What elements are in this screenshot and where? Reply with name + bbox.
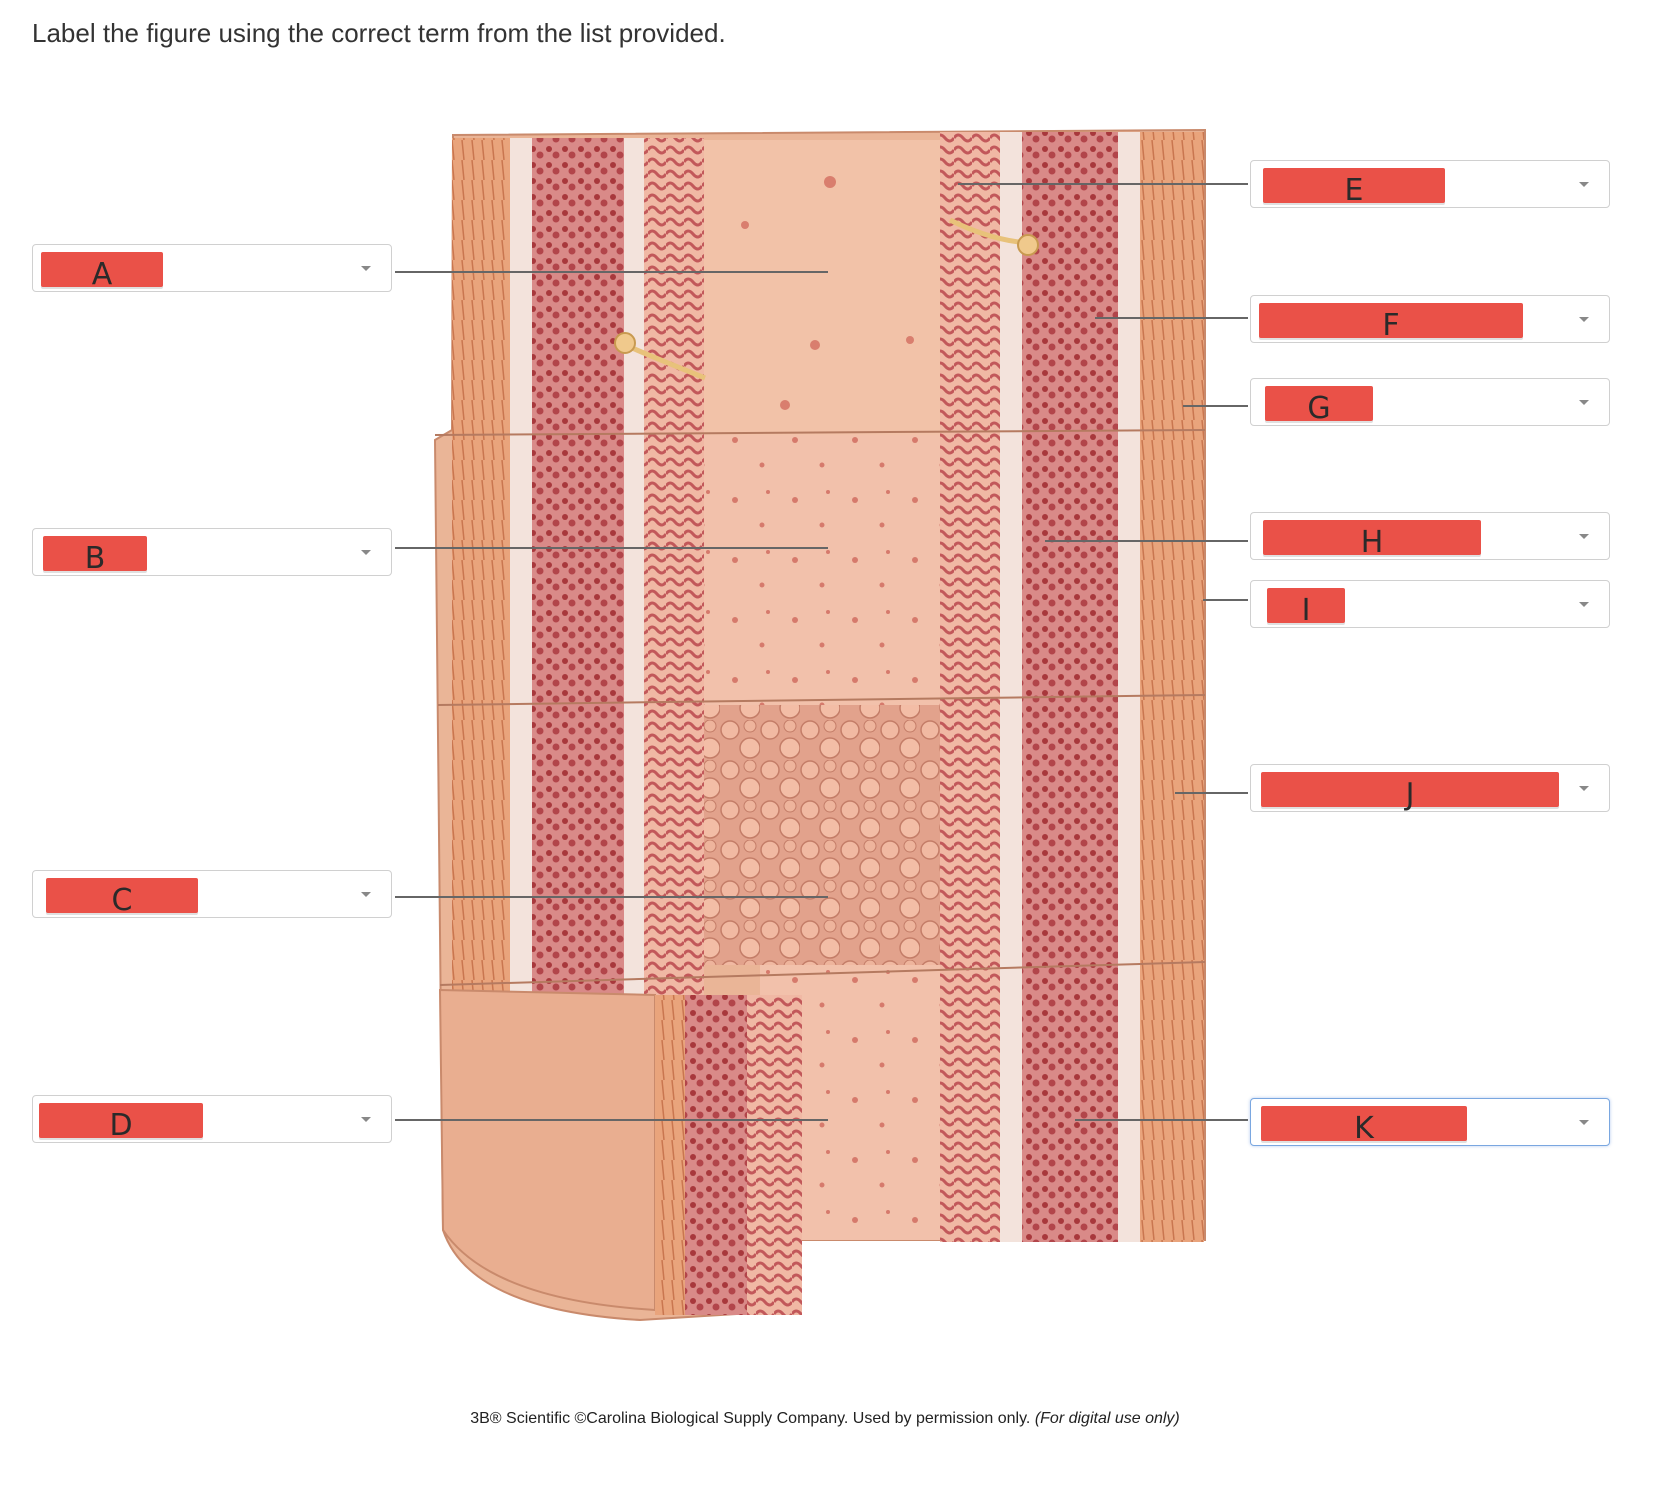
chevron-down-icon	[1579, 602, 1589, 607]
redaction-A: A	[41, 252, 163, 292]
chevron-down-icon	[361, 266, 371, 271]
dropdown-D[interactable]: D	[32, 1095, 392, 1143]
dropdown-K[interactable]: K	[1250, 1098, 1610, 1146]
redaction-H: H	[1263, 520, 1481, 560]
label-letter-G: G	[1307, 391, 1331, 426]
dropdown-H[interactable]: H	[1250, 512, 1610, 560]
redaction-J: J	[1261, 772, 1559, 812]
label-letter-B: B	[84, 541, 106, 576]
right-serosa	[1118, 132, 1140, 1242]
redaction-B: B	[43, 536, 147, 576]
chevron-down-icon	[1579, 534, 1589, 539]
dropdown-A[interactable]: A	[32, 244, 392, 292]
lumen-nodules	[704, 705, 940, 965]
redaction-F: F	[1259, 303, 1523, 343]
lumen-folds	[704, 435, 940, 705]
chevron-down-icon	[361, 1117, 371, 1122]
redaction-E: E	[1263, 168, 1445, 208]
dropdown-I[interactable]: I	[1250, 580, 1610, 628]
lumen-upper	[704, 140, 940, 435]
chevron-down-icon	[1579, 786, 1589, 791]
redaction-C: C	[46, 878, 198, 918]
label-letter-K: K	[1354, 1111, 1374, 1146]
label-letter-J: J	[1405, 777, 1415, 812]
chevron-down-icon	[361, 892, 371, 897]
dropdown-B[interactable]: B	[32, 528, 392, 576]
redaction-K: K	[1261, 1106, 1467, 1146]
left-serosa	[510, 138, 532, 1218]
credit-text: 3B® Scientific ©Carolina Biological Supp…	[470, 1410, 1031, 1427]
label-letter-D: D	[109, 1108, 133, 1143]
right-muscularis	[1140, 132, 1204, 1242]
label-letter-H: H	[1360, 525, 1384, 560]
image-credit: 3B® Scientific ©Carolina Biological Supp…	[0, 1410, 1650, 1428]
label-letter-F: F	[1382, 308, 1400, 343]
label-letter-A: A	[91, 257, 113, 292]
credit-note: (For digital use only)	[1034, 1410, 1180, 1427]
dropdown-C[interactable]: C	[32, 870, 392, 918]
dropdown-J[interactable]: J	[1250, 764, 1610, 812]
redaction-D: D	[39, 1103, 203, 1143]
redaction-I: I	[1267, 588, 1345, 628]
label-letter-E: E	[1344, 173, 1364, 208]
front-block	[438, 988, 656, 1312]
redaction-G: G	[1265, 386, 1373, 426]
chevron-down-icon	[1579, 182, 1589, 187]
chevron-down-icon	[1579, 400, 1589, 405]
instructions: Label the figure using the correct term …	[32, 18, 726, 48]
dropdown-G[interactable]: G	[1250, 378, 1610, 426]
chevron-down-icon	[361, 550, 371, 555]
right-crypts	[1022, 132, 1118, 1242]
dropdown-E[interactable]: E	[1250, 160, 1610, 208]
chevron-down-icon	[1579, 1120, 1589, 1125]
left-submucosa	[624, 138, 644, 1218]
right-submucosa	[1000, 132, 1022, 1242]
label-letter-I: I	[1301, 593, 1311, 628]
label-letter-C: C	[111, 883, 133, 918]
dropdown-F[interactable]: F	[1250, 295, 1610, 343]
right-villi	[940, 132, 1000, 1242]
chevron-down-icon	[1579, 317, 1589, 322]
